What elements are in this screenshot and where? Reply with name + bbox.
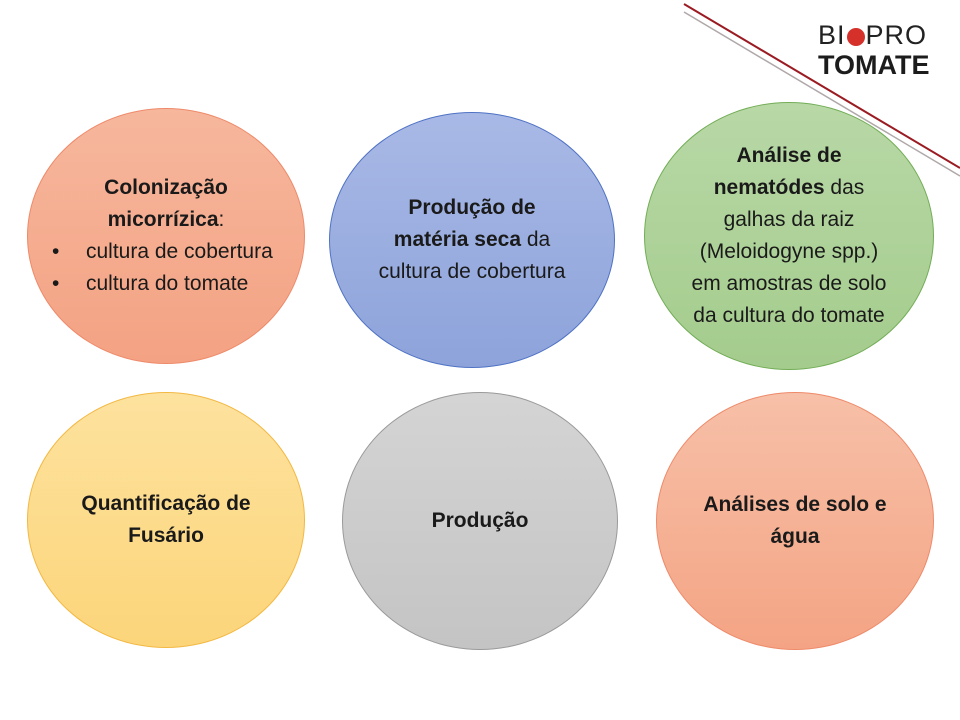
dry-matter-text: Produção de matéria seca da cultura de c… (378, 196, 566, 283)
colonization-list: •cultura de cobertura •cultura do tomate (52, 236, 280, 300)
fusarium-circle: Quantificação de Fusário (27, 392, 305, 648)
production-text: Produção (431, 509, 529, 532)
soil-water-text: Análises de solo e água (703, 493, 887, 548)
nematodes-circle: Análise de nematódes das galhas da raiz … (644, 102, 934, 370)
soil-water-circle: Análises de solo e água (656, 392, 934, 650)
colonization-circle: Colonização micorrízica: •cultura de cob… (27, 108, 305, 364)
colonization-title: Colonização micorrízica (104, 176, 228, 231)
list-item: •cultura de cobertura (52, 240, 273, 263)
fusarium-text: Quantificação de Fusário (81, 492, 251, 547)
colonization-text: Colonização micorrízica: •cultura de cob… (28, 172, 304, 300)
logo-bottom-text: TOMATE (818, 50, 930, 80)
tomato-icon (846, 27, 865, 46)
list-item: •cultura do tomate (52, 272, 249, 295)
production-circle: Produção (342, 392, 618, 650)
dry-matter-circle: Produção de matéria seca da cultura de c… (329, 112, 615, 368)
nematodes-text: Análise de nematódes das galhas da raiz … (691, 144, 887, 327)
